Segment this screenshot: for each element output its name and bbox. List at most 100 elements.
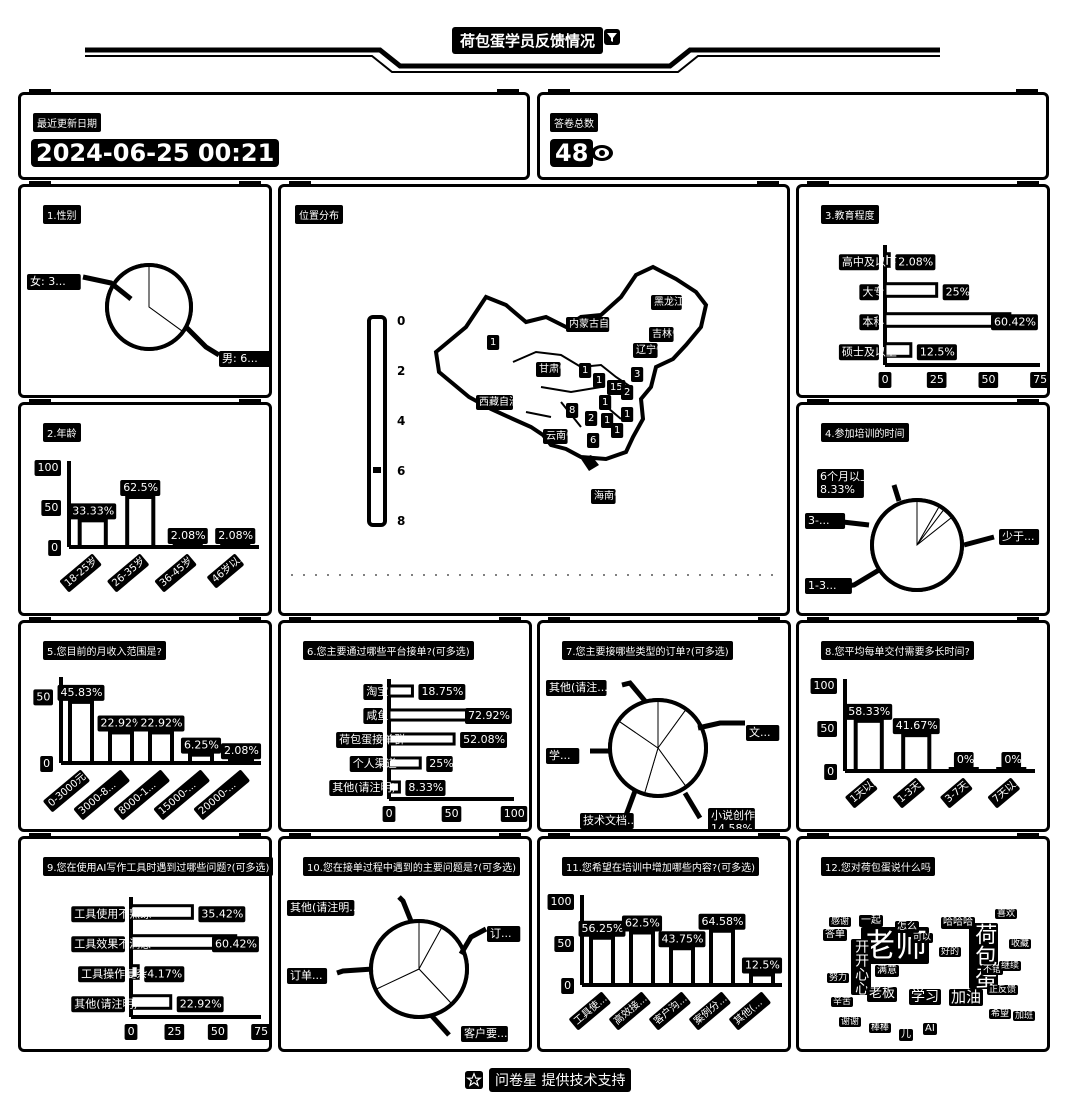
bar[interactable] [996, 767, 1027, 773]
svg-text:22.92%: 22.92% [180, 997, 222, 1010]
svg-text:技术文档...: 技术文档... [583, 813, 638, 827]
map-title: 位置分布 [295, 205, 343, 224]
x-tick-label: 25 [926, 372, 947, 388]
x-tick-label: 100 [500, 806, 528, 822]
wordcloud-word: 感谢 [829, 917, 852, 928]
bar[interactable] [749, 972, 775, 987]
wordcloud-word: 一起 [859, 915, 883, 927]
update-date-label: 最近更新日期 [33, 113, 101, 132]
map-legend-tick: 6 [397, 464, 405, 478]
pie-label: 学... [546, 748, 580, 764]
bar[interactable] [220, 543, 251, 549]
bar[interactable] [188, 752, 214, 766]
wordcloud-word: 好的 [939, 947, 962, 958]
bar[interactable] [853, 718, 884, 773]
svg-text:60.42%: 60.42% [215, 937, 257, 950]
footer[interactable]: 问卷星 提供技术支持 [465, 1068, 632, 1092]
bar-value-label: 2.08% [895, 254, 936, 271]
bar[interactable] [589, 935, 615, 987]
bar-value-label: 41.67% [892, 718, 940, 735]
bar[interactable] [629, 930, 655, 987]
svg-text:25%: 25% [946, 285, 970, 298]
panel-q10: 10.您在接单过程中遇到的主要问题是?(可多选) 其他(请注明...订...订单… [278, 833, 532, 1052]
x-tick-label: 50 [978, 372, 999, 388]
svg-text:4.17%: 4.17% [147, 967, 182, 980]
bar[interactable] [77, 518, 108, 549]
bar[interactable] [172, 543, 203, 549]
q2-chart: 05010033.33%18-25岁62.5%26-35岁2.08%36-45岁… [34, 460, 259, 592]
bar[interactable] [387, 756, 422, 770]
x-tick-label: 26-35岁 [107, 554, 149, 592]
q3-title: 3.教育程度 [821, 205, 879, 224]
pie-label: 订单... [287, 968, 328, 984]
pie-label: 订... [487, 926, 521, 942]
eye-icon[interactable] [590, 143, 614, 163]
svg-text:1: 1 [582, 365, 588, 376]
svg-text:文...: 文... [749, 725, 771, 739]
y-tick-label: 50 [33, 689, 53, 706]
pie-label: 男: 6... [219, 351, 273, 367]
bar[interactable] [387, 780, 401, 794]
map-region-number: 1 [611, 423, 624, 438]
wordcloud-word: 答单 [823, 929, 847, 941]
bar-value-label: 35.42% [198, 906, 246, 923]
svg-text:小说创作:: 小说创作: [711, 808, 759, 822]
svg-text:咸鱼: 咸鱼 [366, 708, 388, 722]
bar[interactable] [948, 767, 979, 773]
bar[interactable] [883, 342, 913, 358]
map-region-number: 15 [607, 380, 626, 395]
bar[interactable] [883, 252, 891, 268]
svg-text:50: 50 [445, 807, 459, 820]
filter-icon[interactable] [604, 29, 620, 45]
bar[interactable] [883, 282, 939, 298]
svg-text:33.33%: 33.33% [72, 504, 114, 517]
y-tick-label: 咸鱼 [363, 708, 388, 725]
wordcloud-word: 学习 [909, 989, 941, 1006]
svg-text:8: 8 [569, 405, 575, 416]
map-region-number: 1 [487, 335, 500, 350]
svg-text:2.08%: 2.08% [218, 529, 253, 542]
pie-label: 客户要... [461, 1026, 508, 1042]
bar[interactable] [68, 699, 94, 765]
bar[interactable] [669, 946, 695, 987]
bar-value-label: 6.25% [180, 737, 222, 754]
bar[interactable] [148, 730, 174, 766]
bar-value-label: 25% [426, 756, 454, 773]
svg-text:工具使用不熟练: 工具使用不熟练 [74, 906, 151, 920]
bar[interactable] [125, 495, 156, 549]
x-tick-label: 工具使... [569, 992, 611, 1030]
bar-value-label: 18.75% [418, 684, 466, 701]
wordcloud-word: 老师 [861, 926, 930, 964]
svg-text:1: 1 [614, 425, 620, 436]
leader-line [963, 534, 995, 548]
svg-text:男: 6...: 男: 6... [222, 352, 258, 365]
bar[interactable] [108, 730, 134, 766]
bar[interactable] [129, 904, 194, 920]
svg-text:0: 0 [564, 979, 571, 992]
bar[interactable] [709, 928, 735, 987]
svg-text:25: 25 [930, 373, 944, 386]
leader-line [621, 680, 647, 703]
wordcloud-word: 谢谢 [839, 1017, 862, 1028]
bar[interactable] [387, 684, 414, 698]
bar[interactable] [901, 733, 932, 774]
map-region-number: 8 [566, 403, 579, 418]
bar-value-label: 12.5% [916, 344, 957, 361]
svg-text:50: 50 [820, 722, 834, 735]
y-tick-label: 其他(请注明) [71, 996, 138, 1013]
bar-value-label: 58.33% [845, 703, 893, 720]
q10-chart: 其他(请注明...订...订单...客户要... [287, 895, 521, 1042]
x-tick-label: 25 [164, 1024, 185, 1040]
bar[interactable] [387, 732, 456, 746]
bar[interactable] [129, 994, 173, 1010]
q5-title: 5.您目前的月收入范围是? [43, 641, 166, 660]
wordcloud-word: 希望 [989, 1009, 1012, 1020]
bar-value-label: 2.08% [220, 743, 262, 760]
bar[interactable] [129, 964, 140, 980]
bar[interactable] [228, 758, 254, 766]
